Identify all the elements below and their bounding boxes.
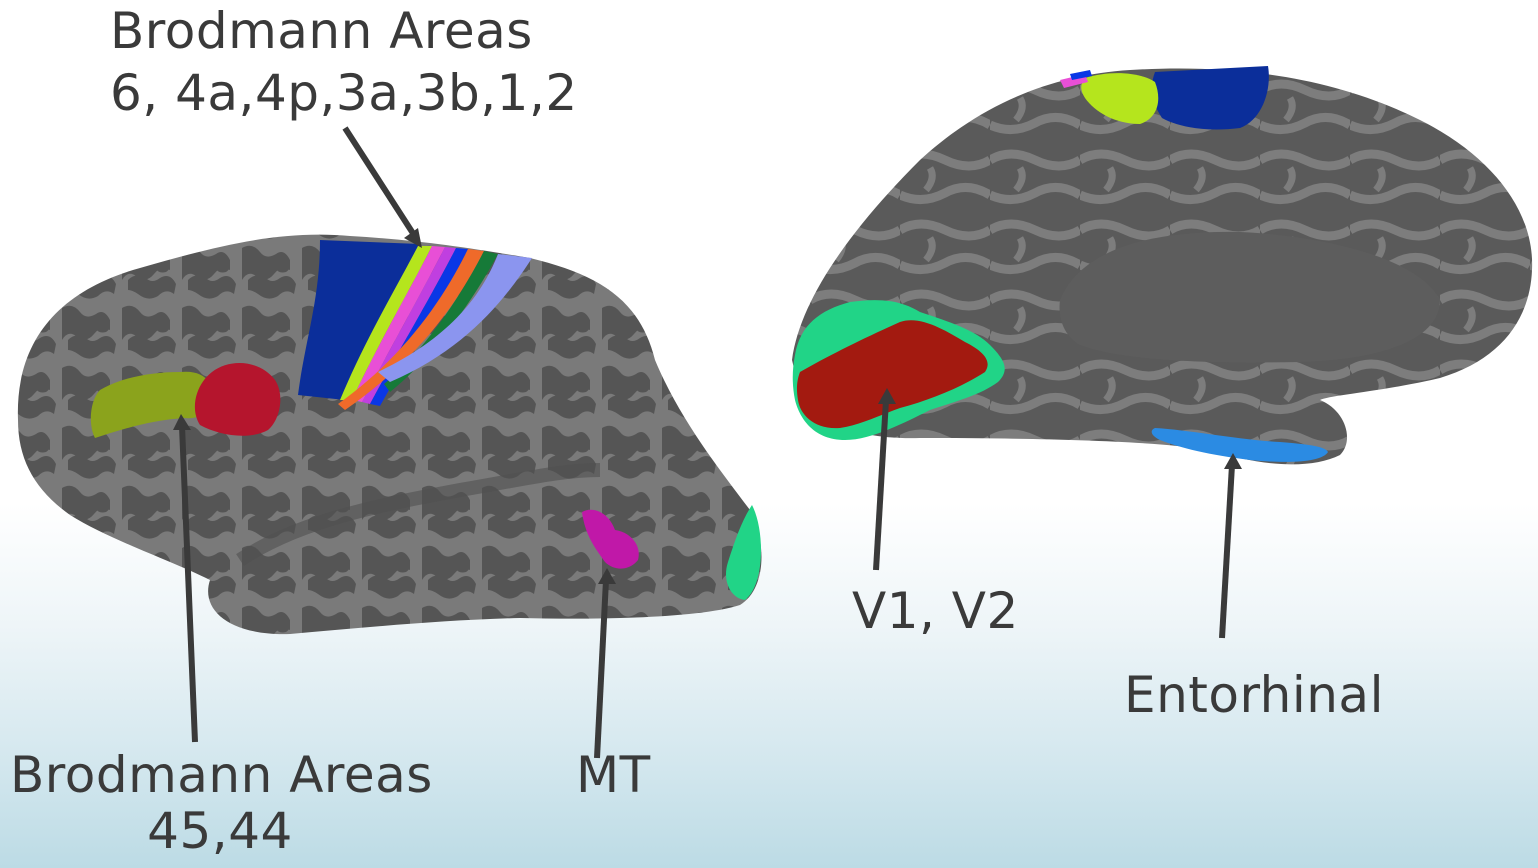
broca-label-line2: 45,44 <box>10 800 430 862</box>
motor-label: Brodmann Areas 6, 4a,4p,3a,3b,1,2 <box>110 0 578 124</box>
broca-label-line1: Brodmann Areas <box>10 744 430 806</box>
paracentral-area-6-region <box>1152 66 1269 130</box>
entorhinal-arrow <box>1222 465 1232 638</box>
motor-label-line2: 6, 4a,4p,3a,3b,1,2 <box>110 62 578 124</box>
v1v2-label: V1, V2 <box>852 580 1019 642</box>
motor-label-line1: Brodmann Areas <box>110 0 578 62</box>
broca-label: Brodmann Areas 45,44 <box>10 744 430 862</box>
motor-arrow <box>345 128 416 238</box>
medial-hemisphere <box>792 66 1532 464</box>
entorhinal-label: Entorhinal <box>1124 664 1384 726</box>
mt-label: MT <box>576 744 651 806</box>
lateral-hemisphere <box>18 235 762 634</box>
